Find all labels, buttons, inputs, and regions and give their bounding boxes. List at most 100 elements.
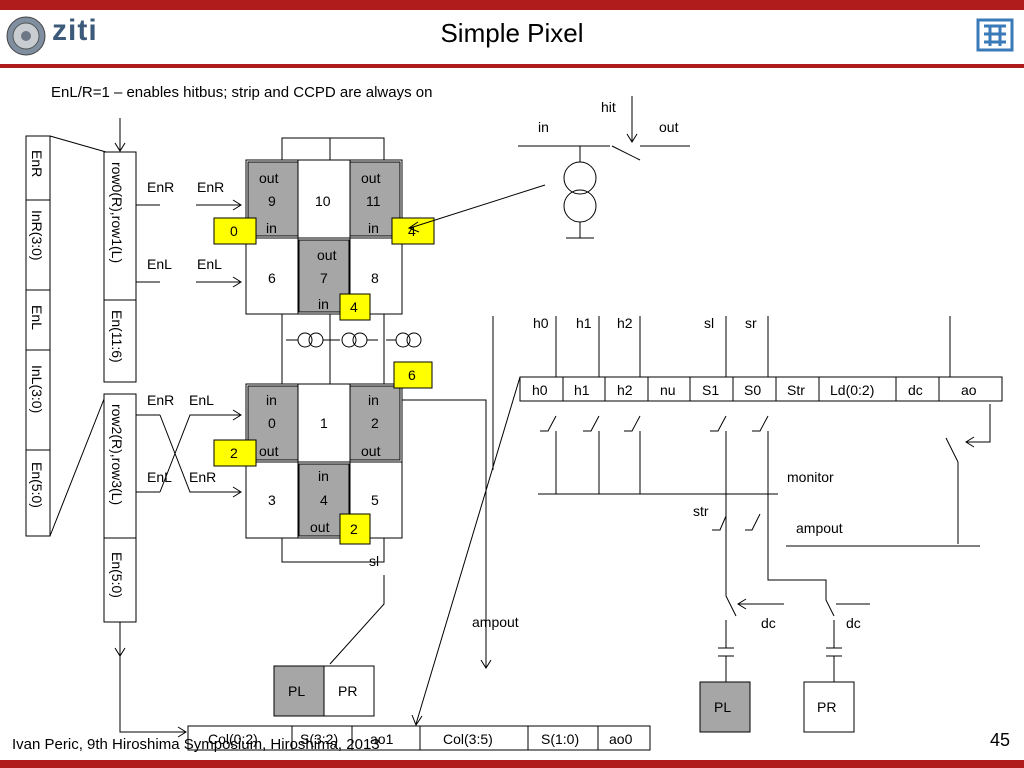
tag-4a-text: 4 <box>408 223 416 239</box>
caption: EnL/R=1 – enables hitbus; strip and CCPD… <box>51 84 433 101</box>
col-reg-3: Col(3:5) <box>443 731 493 747</box>
dc-label-1: dc <box>761 615 776 631</box>
cell-7-out: out <box>317 247 337 263</box>
cfg-nu: nu <box>660 382 676 398</box>
in-label: in <box>538 119 549 135</box>
reg-bottom-en-label: En(5:0) <box>109 552 125 598</box>
cell-3-num: 3 <box>268 492 276 508</box>
tag-2b-text: 2 <box>350 521 358 537</box>
str-label: str <box>693 503 709 519</box>
cfg-s1: S1 <box>702 382 719 398</box>
cfg-ao: ao <box>961 382 977 398</box>
cell-0-out: out <box>259 443 279 459</box>
left-label-en: En(5:0) <box>29 462 45 508</box>
col-reg-2: ao1 <box>370 731 394 747</box>
reg-bottom-row <box>103 393 137 539</box>
enr-label-1: EnR <box>147 179 174 195</box>
cell-7-in: in <box>318 296 329 312</box>
cell-2-in: in <box>368 392 379 408</box>
cell-11-in: in <box>368 220 379 236</box>
sw-h1-label: h1 <box>576 315 592 331</box>
hitbus-switches <box>538 404 991 560</box>
cell-4-num: 4 <box>320 492 328 508</box>
enr-label-3: EnR <box>147 392 174 408</box>
cfg-h0: h0 <box>532 382 548 398</box>
tag-0-text: 0 <box>230 223 238 239</box>
left-label-inl: InL(3:0) <box>29 365 45 413</box>
pl-mid-label: PL <box>288 683 305 699</box>
enr-label-2: EnR <box>197 179 224 195</box>
footer-author: Ivan Peric, 9th Hiroshima Symposium, Hir… <box>12 736 380 753</box>
pr-mid <box>323 665 375 717</box>
cell-1-num: 1 <box>320 415 328 431</box>
cell-8-num: 8 <box>371 270 379 286</box>
page-number: 45 <box>989 730 1010 750</box>
tag-4b <box>339 293 371 321</box>
tag-6-text: 6 <box>408 367 416 383</box>
ampout-right-label: ampout <box>796 520 843 536</box>
cfg-s0: S0 <box>744 382 761 398</box>
enl-label-4: EnL <box>147 469 172 485</box>
pl-right <box>699 681 751 733</box>
enl-label-2: EnL <box>197 256 222 272</box>
pr-right-label: PR <box>817 699 836 715</box>
reg-top-en-label: En(11:6) <box>109 310 125 363</box>
cell-11-out: out <box>361 170 381 186</box>
left-label-column <box>25 135 51 537</box>
cell-11-num: 11 <box>366 193 381 209</box>
institute-logo-icon <box>976 18 1014 52</box>
cell-2-out: out <box>361 443 381 459</box>
reg-top-en <box>103 299 137 383</box>
cell-2 <box>349 385 401 461</box>
dc-label-2: dc <box>846 615 861 631</box>
enl-label-3: EnL <box>189 392 214 408</box>
column-register <box>187 725 651 751</box>
left-label-enr: EnR <box>29 150 45 177</box>
pl-right-label: PL <box>714 699 731 715</box>
cell-0-num: 0 <box>268 415 276 431</box>
cell-9-in: in <box>266 220 277 236</box>
col-reg-1: S(3:2) <box>300 731 338 747</box>
col-reg-4: S(1:0) <box>541 731 579 747</box>
left-label-enl: EnL <box>29 305 45 330</box>
cfg-h1: h1 <box>574 382 590 398</box>
cell-4-in: in <box>318 468 329 484</box>
tag-0 <box>213 217 257 245</box>
reg-top-row-label: row0(R),row1(L) <box>109 162 125 263</box>
monitor-label: monitor <box>787 469 834 485</box>
out-label: out <box>659 119 679 135</box>
tag-2b <box>339 513 371 545</box>
tag-2a-text: 2 <box>230 445 238 461</box>
enl-label-1: EnL <box>147 256 172 272</box>
cell-4-out: out <box>310 519 330 535</box>
cell-0-in: in <box>266 392 277 408</box>
ampout-mid-label: ampout <box>472 614 519 630</box>
cell-7-num: 7 <box>320 270 328 286</box>
logo-text: ziti <box>52 14 98 47</box>
header-rule <box>0 64 1024 68</box>
bottom-bar <box>0 760 1024 768</box>
enr-label-4: EnR <box>189 469 216 485</box>
cell-9-out: out <box>259 170 279 186</box>
pr-mid-label: PR <box>338 683 357 699</box>
tag-4b-text: 4 <box>350 299 358 315</box>
cfg-dc: dc <box>908 382 923 398</box>
pl-mid <box>273 665 325 717</box>
sw-h2-label: h2 <box>617 315 633 331</box>
hit-label: hit <box>601 99 616 115</box>
cell-2-num: 2 <box>371 415 379 431</box>
coupling-coils <box>286 332 422 348</box>
col-reg-5: ao0 <box>609 731 633 747</box>
reg-bottom-en <box>103 537 137 623</box>
tag-2a <box>213 439 257 467</box>
slide-title: Simple Pixel <box>440 18 584 48</box>
tag-6 <box>393 361 433 389</box>
cell-5-num: 5 <box>371 492 379 508</box>
sl-label: sl <box>369 553 379 569</box>
cfg-str: Str <box>787 382 805 398</box>
sw-h0-label: h0 <box>533 315 549 331</box>
cell-10-num: 10 <box>315 193 331 209</box>
cell-6-num: 6 <box>268 270 276 286</box>
seal-icon <box>6 16 46 56</box>
